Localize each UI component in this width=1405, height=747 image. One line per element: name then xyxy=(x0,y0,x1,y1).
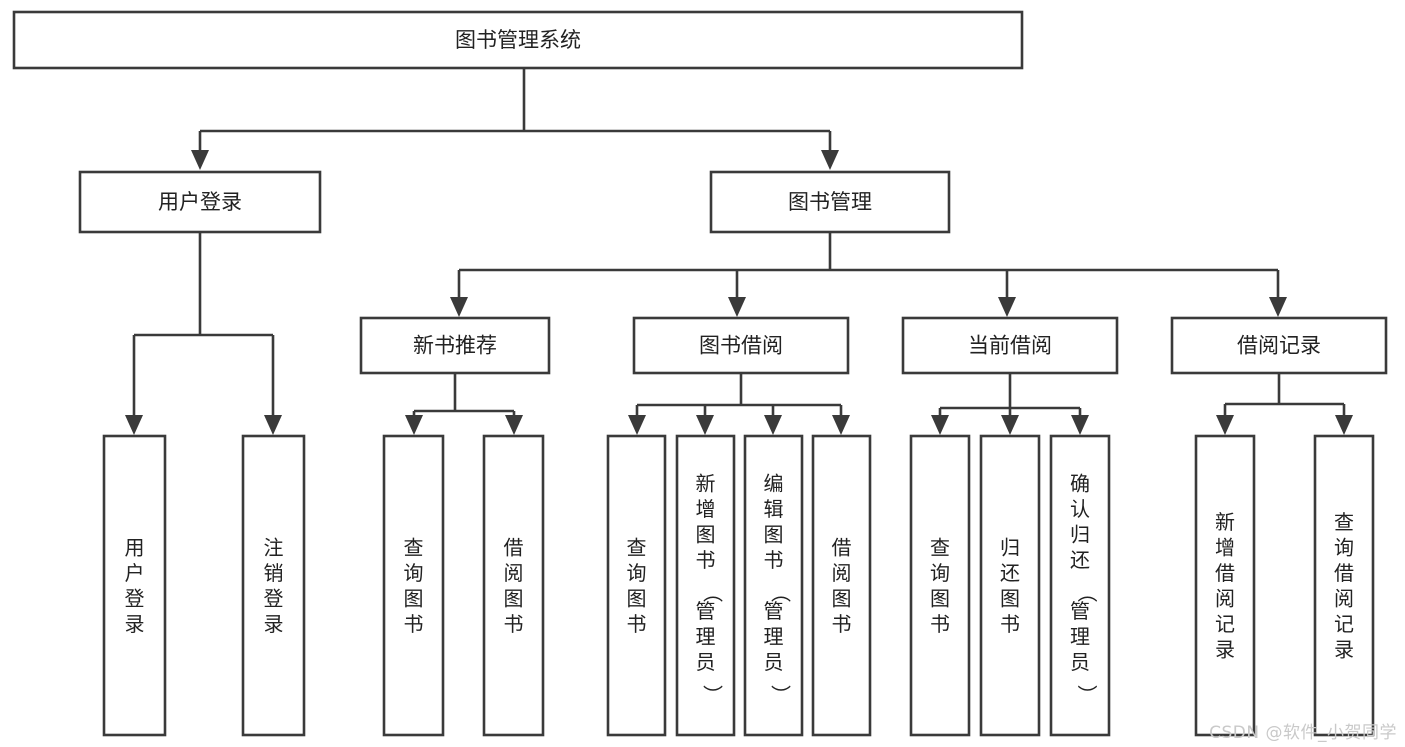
watermark-label: CSDN @软件_小贺同学 xyxy=(1209,723,1397,743)
node-box[interactable] xyxy=(1049,434,1111,737)
node-leaf-confirm-return-admin[interactable]: （ ） 确认归还 管理员 xyxy=(1049,434,1111,737)
node-label: 新增借阅记录 xyxy=(1215,510,1235,662)
arrow-head-icon xyxy=(1216,415,1234,435)
node-label: 归还图书 xyxy=(1000,535,1020,636)
connector-book-manage xyxy=(450,232,1287,317)
arrow-head-icon xyxy=(450,297,468,317)
arrow-head-icon xyxy=(1071,415,1089,435)
node-leaf-return-book[interactable]: 归还图书 xyxy=(979,434,1041,737)
node-leaf-edit-book-admin[interactable]: （ ） 编辑图书 管理员 xyxy=(743,434,804,737)
node-label: 新书推荐 xyxy=(413,334,497,358)
node-leaf-add-borrow-record[interactable]: 新增借阅记录 xyxy=(1194,434,1256,737)
connector-new-book-recommend xyxy=(405,373,523,435)
node-box[interactable] xyxy=(709,170,951,234)
connector-user-login xyxy=(125,232,282,435)
arrow-head-icon xyxy=(1335,415,1353,435)
node-leaf-user-login[interactable]: 用户登录 xyxy=(102,434,167,737)
node-label-char: ） xyxy=(769,685,793,705)
node-current-borrow[interactable]: 当前借阅 xyxy=(901,316,1119,375)
node-label: 查询图书 xyxy=(627,535,647,636)
node-label: 查询图书 xyxy=(930,535,950,636)
node-box[interactable] xyxy=(979,434,1041,737)
node-box[interactable] xyxy=(359,316,551,375)
node-label: 查询借阅记录 xyxy=(1334,510,1354,662)
connector-current-borrow xyxy=(931,373,1089,435)
connector-root xyxy=(191,68,839,170)
arrow-head-icon xyxy=(125,415,143,435)
node-leaf-add-book-admin[interactable]: （ ） 新增图书 管理员 xyxy=(675,434,736,737)
node-root[interactable]: 图书管理系统 xyxy=(12,10,1024,70)
node-box[interactable] xyxy=(675,434,736,737)
node-label: 当前借阅 xyxy=(968,334,1052,358)
node-box[interactable] xyxy=(482,434,545,737)
node-label: 图书管理系统 xyxy=(455,28,581,52)
arrow-head-icon xyxy=(821,150,839,170)
node-leaf-query-book-recommend[interactable]: 查询图书 xyxy=(382,434,445,737)
node-book-manage[interactable]: 图书管理 xyxy=(709,170,951,234)
arrow-head-icon xyxy=(931,415,949,435)
node-label-char: （ xyxy=(701,583,725,603)
node-label: 新增图书 管理员 xyxy=(696,472,716,675)
arrow-head-icon xyxy=(728,297,746,317)
node-user-login[interactable]: 用户登录 xyxy=(78,170,322,234)
node-box[interactable] xyxy=(909,434,971,737)
arrow-head-icon xyxy=(191,150,209,170)
node-borrow-record[interactable]: 借阅记录 xyxy=(1170,316,1388,375)
arrow-head-icon xyxy=(998,297,1016,317)
node-box[interactable] xyxy=(241,434,306,737)
node-book-borrow[interactable]: 图书借阅 xyxy=(632,316,850,375)
node-box[interactable] xyxy=(606,434,667,737)
node-box[interactable] xyxy=(632,316,850,375)
arrow-head-icon xyxy=(832,415,850,435)
node-label: 用户登录 xyxy=(125,535,145,636)
node-label: 编辑图书 管理员 xyxy=(764,472,784,675)
arrow-head-icon xyxy=(264,415,282,435)
arrow-head-icon xyxy=(1269,297,1287,317)
node-box[interactable] xyxy=(1170,316,1388,375)
node-label-char: ） xyxy=(701,685,725,705)
node-label-char: （ xyxy=(769,583,793,603)
node-box[interactable] xyxy=(12,10,1024,70)
node-box[interactable] xyxy=(1313,434,1375,737)
node-label: 借阅图书 xyxy=(832,535,852,636)
node-label-char: （ xyxy=(1075,583,1099,603)
node-leaf-query-book-current[interactable]: 查询图书 xyxy=(909,434,971,737)
node-new-book-recommend[interactable]: 新书推荐 xyxy=(359,316,551,375)
connector-book-borrow xyxy=(628,373,850,435)
node-box[interactable] xyxy=(743,434,804,737)
node-label: 图书管理 xyxy=(788,190,872,214)
node-leaf-borrow-book-recommend[interactable]: 借阅图书 xyxy=(482,434,545,737)
arrow-head-icon xyxy=(405,415,423,435)
node-box[interactable] xyxy=(811,434,872,737)
node-leaf-logout[interactable]: 注销登录 xyxy=(241,434,306,737)
node-label: 借阅记录 xyxy=(1237,334,1321,358)
connectors-layer xyxy=(125,68,1353,435)
node-label: 用户登录 xyxy=(158,190,242,214)
arrow-head-icon xyxy=(764,415,782,435)
arrow-head-icon xyxy=(1001,415,1019,435)
node-leaf-borrow-book[interactable]: 借阅图书 xyxy=(811,434,872,737)
node-box[interactable] xyxy=(102,434,167,737)
node-label: 注销登录 xyxy=(264,535,284,636)
node-label: 确认归还 管理员 xyxy=(1070,472,1090,675)
node-box[interactable] xyxy=(1194,434,1256,737)
connector-borrow-record xyxy=(1216,373,1353,435)
node-label: 借阅图书 xyxy=(504,535,524,636)
arrow-head-icon xyxy=(696,415,714,435)
node-leaf-query-book-borrow[interactable]: 查询图书 xyxy=(606,434,667,737)
arrow-head-icon xyxy=(505,415,523,435)
node-box[interactable] xyxy=(382,434,445,737)
node-label: 图书借阅 xyxy=(699,334,783,358)
node-box[interactable] xyxy=(78,170,322,234)
node-label-char: ） xyxy=(1075,685,1099,705)
arrow-head-icon xyxy=(628,415,646,435)
node-label: 查询图书 xyxy=(404,535,424,636)
nodes-layer: 图书管理系统用户登录图书管理新书推荐图书借阅当前借阅借阅记录用户登录注销登录查询… xyxy=(12,10,1388,737)
node-leaf-query-borrow-record[interactable]: 查询借阅记录 xyxy=(1313,434,1375,737)
node-box[interactable] xyxy=(901,316,1119,375)
